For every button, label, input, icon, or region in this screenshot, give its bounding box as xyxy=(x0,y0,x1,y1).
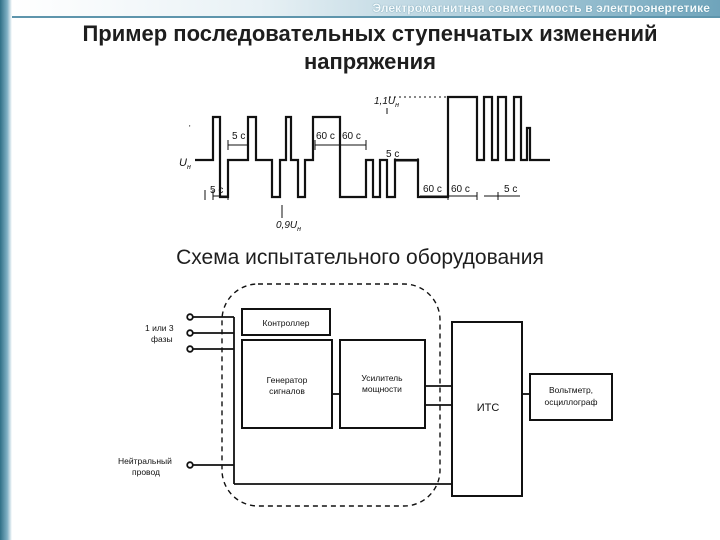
header-banner-text: Электромагнитная совместимость в электро… xyxy=(372,1,710,15)
label-neutral-line1: Нейтральный xyxy=(118,456,172,466)
terminal-phase-1 xyxy=(186,313,194,321)
label-5s-bottom-right: 5 с xyxy=(504,184,517,195)
terminal-neutral xyxy=(186,461,194,469)
dimension-lines xyxy=(204,96,520,218)
its-block xyxy=(451,321,523,497)
voltmeter-block xyxy=(529,373,613,421)
header-divider xyxy=(12,16,720,18)
controller-label: Контроллер xyxy=(263,318,310,328)
amplifier-block xyxy=(339,339,426,429)
label-phases-line1: 1 или 3 xyxy=(145,323,174,333)
label-un: Uн xyxy=(179,157,191,171)
its-label: ИТС xyxy=(477,402,500,414)
label-0-9-un: 0,9Uн xyxy=(276,220,301,233)
terminal-phase-3 xyxy=(186,345,194,353)
generator-block xyxy=(241,339,333,429)
label-60s-bottom-a: 60 с xyxy=(423,184,442,195)
waveform-figure: ' xyxy=(189,95,550,218)
controller-block xyxy=(241,308,331,336)
left-accent-bar xyxy=(0,0,12,540)
label-5s-mid: 5 с xyxy=(386,149,399,160)
generator-label-1: Генератор xyxy=(267,375,308,385)
amplifier-label-2: мощности xyxy=(362,384,402,394)
voltage-waveform xyxy=(195,95,550,199)
label-1-1-un: 1,1Uн xyxy=(374,96,399,109)
label-5s-top: 5 с xyxy=(232,131,245,142)
label-phases-line2: фазы xyxy=(151,334,173,344)
enclosure-dashed xyxy=(221,283,441,507)
svg-text:': ' xyxy=(189,124,191,133)
voltmeter-label-1: Вольтметр, xyxy=(549,385,593,395)
section-subtitle: Схема испытательного оборудования xyxy=(176,246,544,269)
label-60s-top-b: 60 с xyxy=(342,131,361,142)
slide-title: Пример последовательных ступенчатых изме… xyxy=(82,21,658,74)
voltmeter-label-2: осциллограф xyxy=(545,397,598,407)
label-5s-bottom-left: 5 с xyxy=(210,185,223,196)
amplifier-label-1: Усилитель xyxy=(361,373,403,383)
label-60s-bottom-b: 60 с xyxy=(451,184,470,195)
schematic xyxy=(186,283,613,507)
terminal-phase-2 xyxy=(186,329,194,337)
generator-label-2: сигналов xyxy=(269,386,305,396)
label-neutral-line2: провод xyxy=(132,467,160,477)
header-band xyxy=(12,0,720,16)
label-60s-top-a: 60 с xyxy=(316,131,335,142)
